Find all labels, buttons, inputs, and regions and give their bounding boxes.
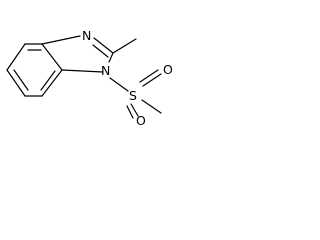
bond-c2-n1 (108, 52, 114, 63)
benzimidazole-structure-drawing: N N S O O (6, 28, 173, 127)
atom-label-n1: N (101, 63, 110, 78)
benzene-ring (6, 43, 63, 97)
bond-c7a-n3 (41, 35, 81, 45)
bond-s-o-top-b (139, 69, 159, 83)
bond-c3a-c7a (41, 43, 63, 71)
bond-c4-c3a (41, 69, 63, 97)
imidazole-ring (41, 35, 114, 73)
bond-c6-c5 (6, 69, 26, 97)
bond-n3-c2 (93, 37, 114, 54)
atom-label-o-bottom: O (136, 113, 146, 127)
double-bond-c6-c5-inner (13, 69, 29, 91)
bond-n1-c3a (61, 69, 104, 73)
atom-label-s: S (129, 88, 137, 103)
bond-s-o-bottom-a (130, 103, 139, 117)
bond-c7-c6 (6, 43, 26, 71)
atom-label-n3: N (82, 28, 91, 43)
bond-c2-methyl (112, 38, 137, 54)
atom-label-o-top: O (163, 62, 173, 77)
bond-s-methyl (141, 99, 162, 114)
bond-s-o-top-a (142, 73, 162, 87)
bond-n1-s (109, 77, 129, 92)
double-bond-n3-c2-inner (92, 44, 109, 58)
bond-s-o-bottom-b (126, 105, 134, 119)
double-bond-c4-c3a-inner (40, 70, 56, 91)
